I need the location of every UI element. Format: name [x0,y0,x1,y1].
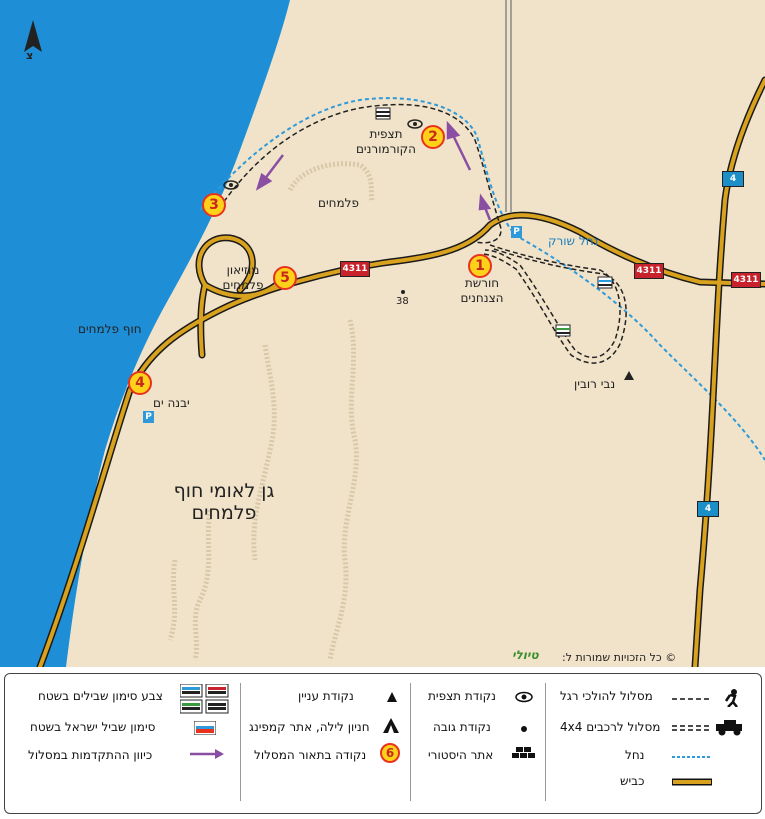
roads [36,76,765,667]
route-point-2: 2 [421,125,445,149]
legend-road: כביש [620,774,645,788]
map-area: צ חוף פלמחים פלמחים יבנה ים מוזיאון פלמח… [0,0,765,667]
eye-icon [223,119,423,190]
compass-label: צ [26,49,34,62]
trail-marker-icons [375,107,613,337]
hiker-icon [724,689,738,707]
nabi-rubin-label: נבי רובין [574,377,616,391]
direction-arrow-icon [190,749,224,759]
legend-camping: חניון לילה, אתר קמפינג [249,720,370,734]
route-point-1: 1 [468,254,492,278]
road-sign-4: 4 [697,501,719,517]
nahal-sorek-label: נחל שורק [548,234,599,248]
sea [0,0,290,667]
museum-label: מוזיאון פלמחים [222,263,264,292]
palmachim-label: פלמחים [318,196,359,210]
road-line [672,778,712,786]
legend-direction: כיוון ההתקדמות במסלול [28,748,153,762]
nahal-sorek-stream [199,97,765,461]
legend-trail-marks: צבע סימון שבילים בשטח [38,689,163,703]
park-name-label: גן לאומי חוף פלמחים [173,480,275,524]
camping-icon [383,718,399,733]
road-sign-4311: 4311 [634,263,664,279]
road-sign-4311: 4311 [731,272,761,288]
jeep-trail-sample [672,725,712,731]
railway [505,0,512,212]
jeep-icon [716,720,742,736]
legend-observation: נקודת תצפית [428,689,496,703]
route-point-4: 4 [128,371,152,395]
observation-label: תצפית הקורמורנים [355,127,417,156]
legend-historic-site: אתר היסטורי [428,748,494,762]
route-point-5: 5 [273,266,297,290]
north-arrow-icon [24,20,42,52]
copyright-text: © כל הזכויות שמורות ל: [562,651,677,664]
dot-icon [521,726,527,732]
road-sign-4311: 4311 [340,261,370,277]
yavne-yam-label: יבנה ים [153,396,190,410]
beach-label: חוף פלמחים [78,322,142,336]
triangle-icon [387,692,397,702]
route-point-3: 3 [202,193,226,217]
direction-arrows [255,120,492,221]
walking-trail-sample [672,698,712,700]
bricks-icon [512,747,535,758]
number-point-icon: 6 [380,743,400,763]
stream-line [672,756,712,758]
eucalyptus-grove-label: חורשת הצנחנים [460,276,504,305]
parking-icon: P [511,226,522,238]
jeep-trail [480,244,627,364]
legend: מסלול להולכי רגל מסלול לרכבים 4x4 נחל כב… [0,667,765,819]
elevation-dot [401,290,405,294]
legend-elevation: נקודת גובה [433,720,491,734]
eye-icon [515,691,533,703]
parking-icon: P [143,411,154,423]
walking-trail [214,103,502,244]
legend-poi: נקודת עניין [298,689,354,703]
legend-walking-trail: מסלול להולכי רגל [560,689,653,703]
israel-trail-icon [194,721,216,735]
legend-israel-trail: סימון שביל ישראל בשטח [30,720,156,734]
legend-box [4,673,762,814]
trail-marks-icon [180,684,229,714]
map-svg [0,0,765,667]
legend-stream: נחל [625,748,645,762]
dunes [167,161,375,661]
brand-logo: טיולי [512,648,539,662]
nabi-rubin-triangle [624,371,634,380]
legend-jeep-trail: מסלול לרכבים 4x4 [560,720,661,734]
legend-route-point: נקודה בתאור המסלול [254,748,367,762]
road-sign-4: 4 [722,171,744,187]
elevation-label: 38 [396,296,409,307]
